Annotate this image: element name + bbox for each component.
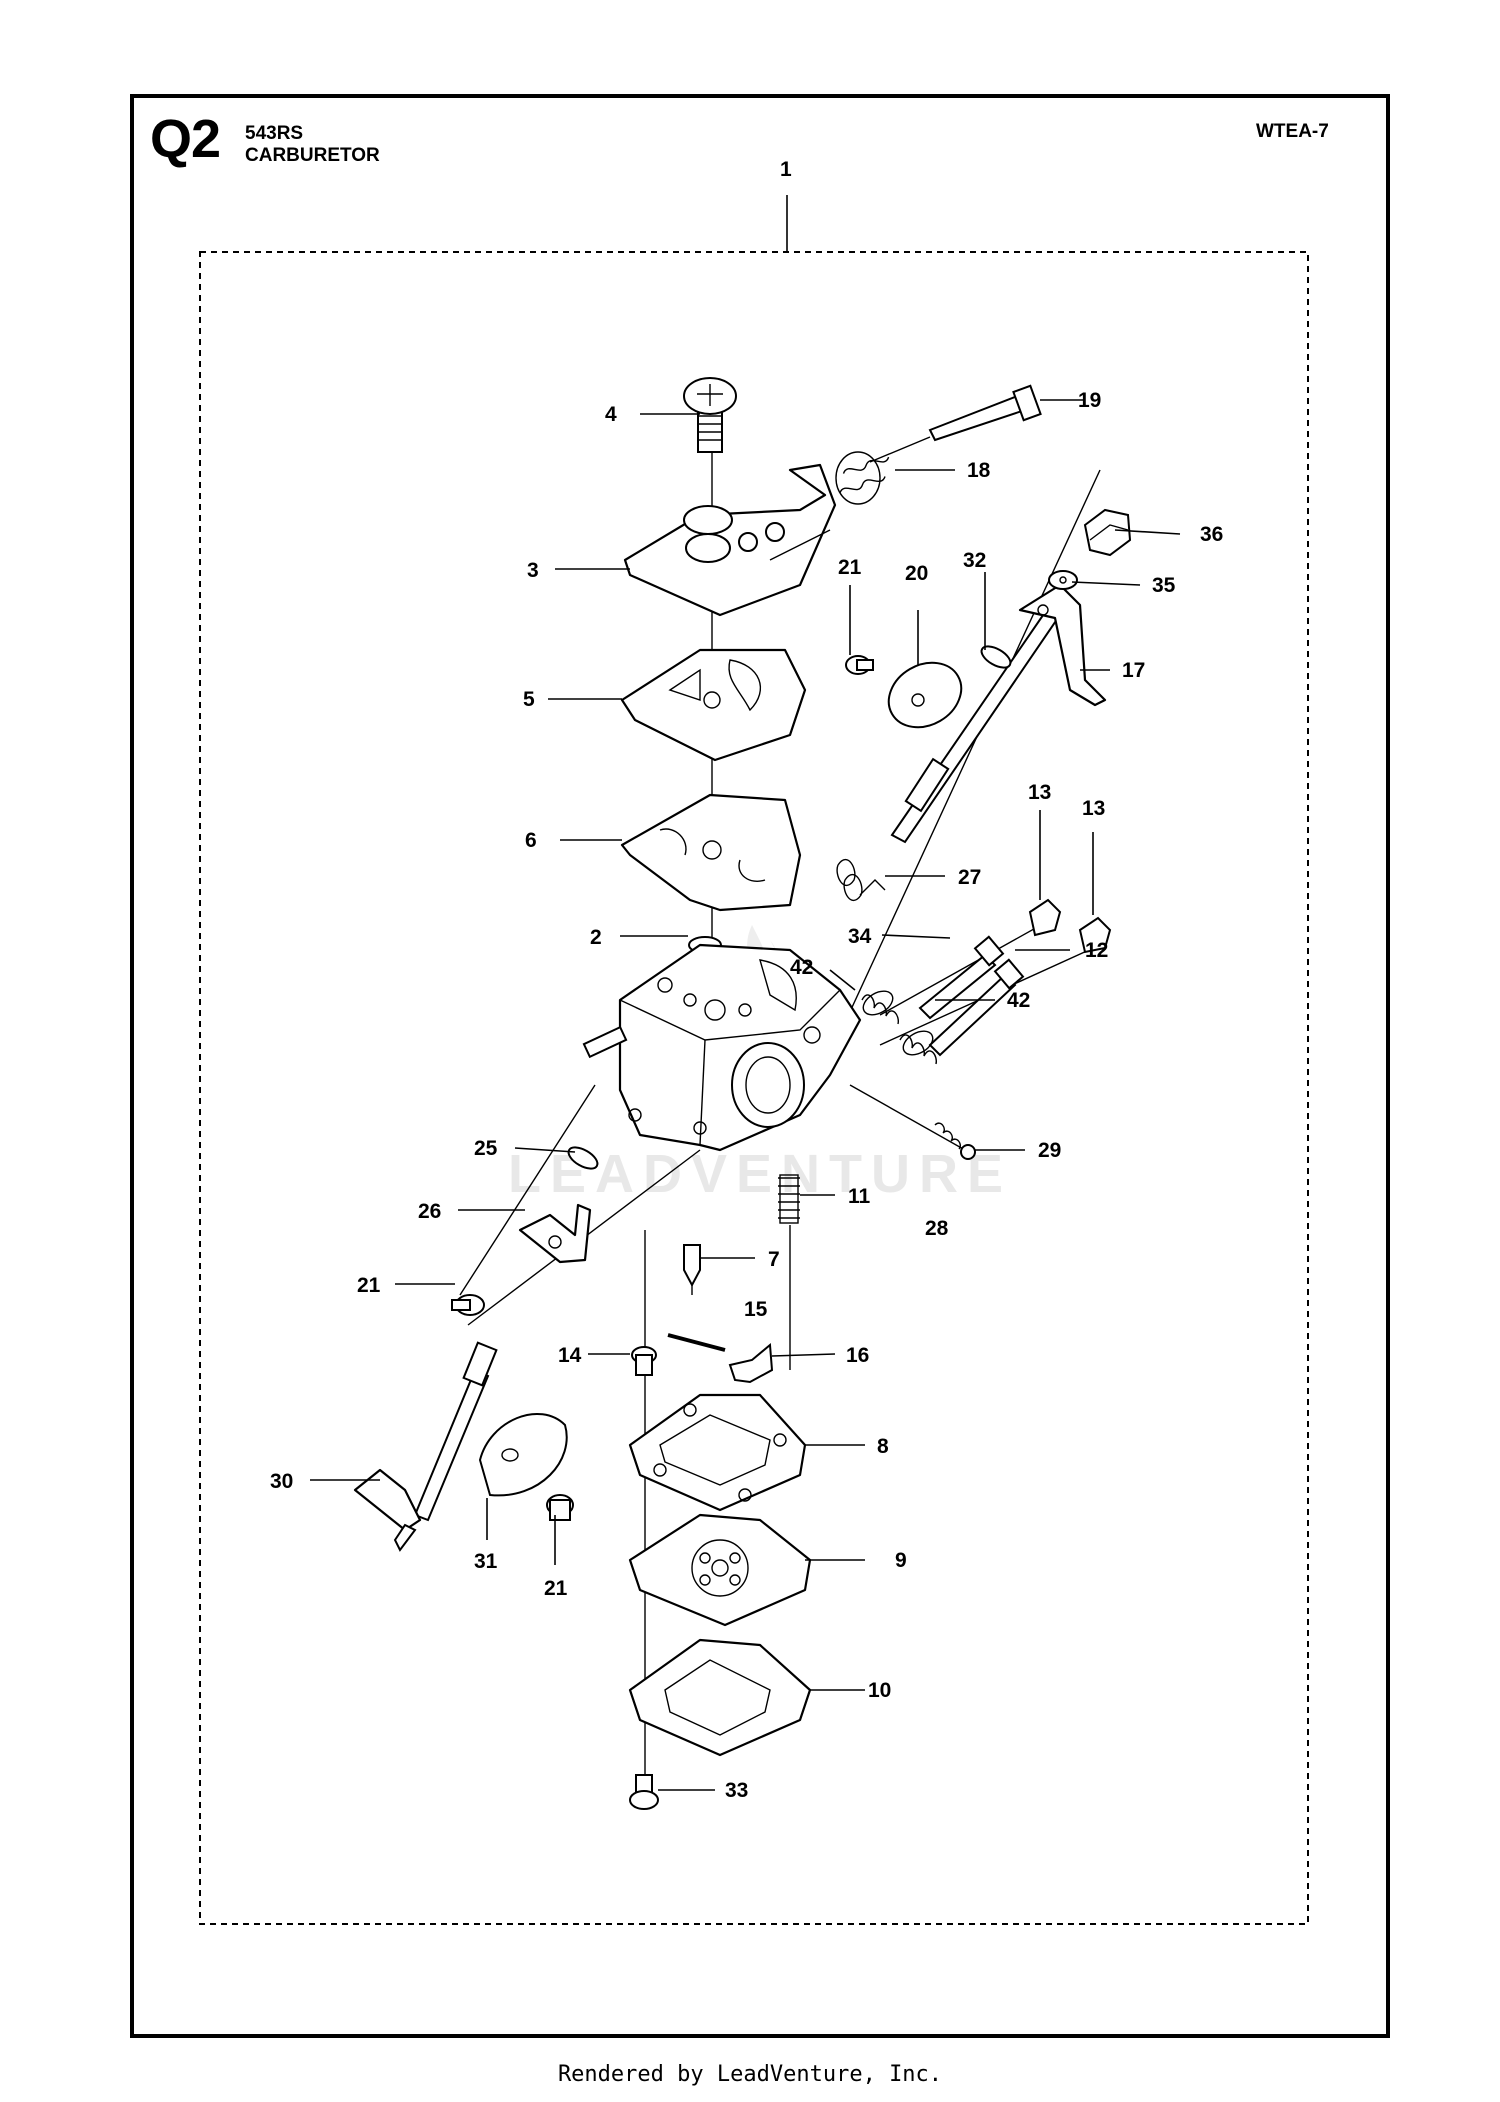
part-21a-screw [845, 655, 874, 675]
callout-labels: 1 4 19 18 36 3 21 20 32 35 17 5 13 13 6 … [270, 158, 1223, 1802]
callout-15: 15 [744, 1298, 768, 1321]
part-14-screw [631, 1346, 657, 1376]
callout-5: 5 [523, 688, 535, 711]
section-code: Q2 [150, 109, 221, 169]
part-13a-limiter-cap [1028, 898, 1062, 937]
part-20-choke-valve [887, 661, 963, 729]
part-6-diaphragm [620, 793, 802, 912]
callout-25: 25 [474, 1137, 498, 1160]
callout-13b: 13 [1082, 797, 1105, 820]
callout-7: 7 [768, 1248, 780, 1271]
footer-credit: Rendered by LeadVenture, Inc. [557, 2062, 943, 2087]
callout-6: 6 [525, 829, 537, 852]
callout-32: 32 [963, 549, 986, 572]
part-29-ball [960, 1144, 976, 1160]
callout-42a: 42 [790, 956, 813, 979]
part-33-screw [629, 1774, 659, 1810]
axis-choke [829, 469, 1101, 1056]
diagram-frame [130, 94, 1390, 2038]
axis-26 [459, 1084, 596, 1296]
callout-1: 1 [780, 158, 792, 181]
part-35-washer [1048, 570, 1078, 590]
callout-17: 17 [1122, 659, 1145, 682]
callout-21a: 21 [838, 556, 862, 579]
callout-3: 3 [527, 559, 539, 582]
part-25-clip [567, 1146, 599, 1170]
callout-28: 28 [925, 1217, 949, 1240]
callout-10: 10 [868, 1679, 891, 1702]
part-42b-spring [899, 1030, 938, 1065]
part-4-screw [683, 377, 737, 453]
carburetor-body [582, 943, 862, 1152]
part-32-clip [980, 645, 1012, 669]
callout-42b: 42 [1007, 989, 1030, 1012]
part-36-cap [1083, 508, 1132, 557]
callout-12: 12 [1085, 939, 1108, 962]
part-42a-spring [861, 990, 900, 1025]
callout-18: 18 [967, 459, 991, 482]
callout-13a: 13 [1028, 781, 1051, 804]
callout-4: 4 [605, 403, 617, 426]
callout-16: 16 [846, 1344, 869, 1367]
part-17-choke-shaft [890, 583, 1107, 844]
part-30-throttle-shaft [353, 1341, 498, 1552]
leader-lines [310, 399, 1181, 1791]
part-28-spring [934, 1122, 961, 1150]
part-16-metering-lever [728, 1342, 774, 1384]
part-27-spring [836, 858, 886, 902]
part-19-needle-plug [869, 384, 1042, 463]
part-21b-screw [451, 1294, 485, 1316]
callout-34: 34 [848, 925, 872, 948]
part-26-throttle-lever [518, 1203, 592, 1264]
assembly-title: CARBURETOR [245, 145, 380, 166]
part-8-gasket [628, 1393, 807, 1512]
callout-27: 27 [958, 866, 981, 889]
part-9-pump-diaphragm [628, 1513, 812, 1627]
axis-28 [849, 1084, 966, 1151]
callout-29: 29 [1038, 1139, 1061, 1162]
part-11-spring [778, 1174, 800, 1224]
callout-21b: 21 [357, 1274, 381, 1297]
callout-9: 9 [895, 1549, 907, 1572]
callout-20: 20 [905, 562, 928, 585]
part-31-throttle-valve [478, 1413, 568, 1497]
part-13b-limiter-cap [1078, 916, 1112, 954]
model-label: 543RS [245, 123, 304, 144]
diagram-ref: WTEA-7 [1256, 121, 1329, 142]
callout-31: 31 [474, 1550, 498, 1573]
part-12-mixture-screw [928, 958, 1025, 1057]
callout-36: 36 [1200, 523, 1223, 546]
callout-2: 2 [590, 926, 602, 949]
callout-35: 35 [1152, 574, 1176, 597]
axis-screw-34 [879, 919, 1051, 1016]
part-34-idle-screw [918, 935, 1005, 1020]
callout-8: 8 [877, 1435, 889, 1458]
part-18-spring [835, 451, 890, 505]
callout-19: 19 [1078, 389, 1101, 412]
part-15-pin [667, 1333, 726, 1352]
callout-21c: 21 [544, 1577, 568, 1600]
callout-30: 30 [270, 1470, 293, 1493]
callout-14: 14 [558, 1344, 582, 1367]
callout-11: 11 [848, 1185, 871, 1208]
part-5-gasket [620, 648, 807, 762]
part-21c-screw [546, 1494, 574, 1521]
part-3-pump-cover [623, 463, 837, 617]
callout-26: 26 [418, 1200, 441, 1223]
callout-33: 33 [725, 1779, 748, 1802]
kit-boundary [199, 251, 1309, 1925]
part-7-inlet-needle [683, 1244, 701, 1295]
part-10-gasket [628, 1638, 812, 1757]
